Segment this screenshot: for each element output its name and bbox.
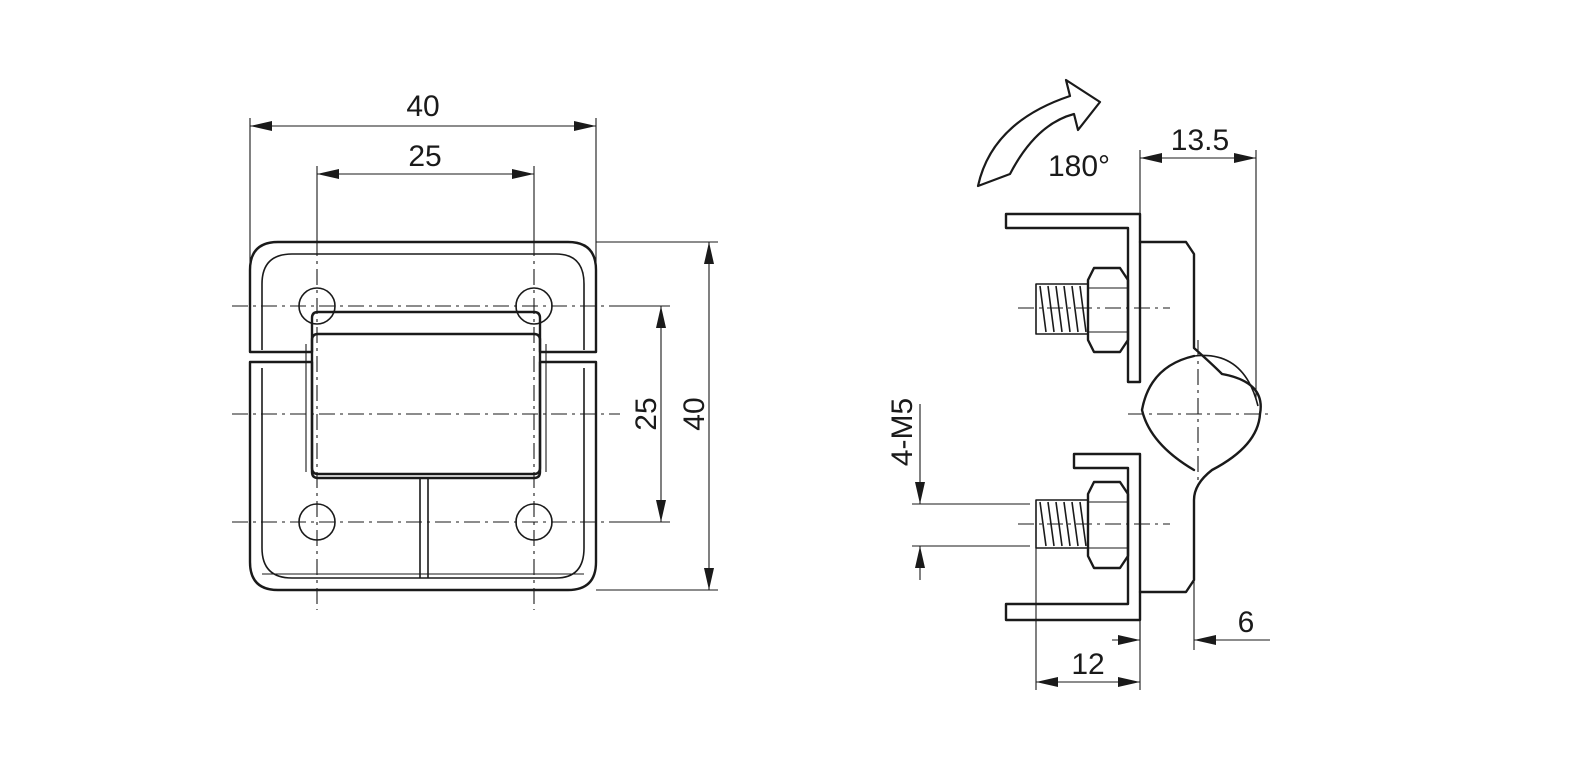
dim-overall-height: 40 bbox=[678, 242, 714, 590]
hinge-knuckle-outer bbox=[1193, 354, 1259, 407]
dim-plate-offset-label: 6 bbox=[1238, 606, 1255, 639]
dim-plate-offset: 6 bbox=[1112, 580, 1270, 650]
dim-thread-callout: 4-M5 bbox=[886, 398, 1030, 580]
dim-thread-callout-label: 4-M5 bbox=[886, 398, 919, 466]
lower-bracket bbox=[1004, 452, 1142, 622]
lower-leaf-outline bbox=[248, 360, 598, 592]
upper-leaf-inner-contour bbox=[261, 253, 585, 350]
upper-nut bbox=[1086, 266, 1130, 354]
upper-screw-thread bbox=[1035, 283, 1089, 335]
dim-overall-width-label: 40 bbox=[406, 90, 439, 123]
lower-nut bbox=[1086, 480, 1130, 570]
rotation-arrow-icon bbox=[976, 78, 1102, 188]
lower-leaf-inner-contour bbox=[261, 368, 585, 579]
dim-screw-projection: 12 bbox=[1035, 548, 1141, 690]
hinge-leaf-body bbox=[1138, 240, 1262, 594]
dim-hinge-projection-label: 13.5 bbox=[1171, 124, 1229, 157]
dim-overall-height-label: 40 bbox=[678, 397, 711, 430]
dim-hole-spacing-horizontal-label: 25 bbox=[408, 140, 441, 173]
dim-overall-width: 40 bbox=[250, 90, 596, 131]
knuckle-plate bbox=[310, 310, 542, 476]
dim-screw-projection-label: 12 bbox=[1071, 648, 1104, 681]
dim-hole-spacing-vertical: 25 bbox=[630, 306, 666, 522]
rotation-angle-label: 180° bbox=[1048, 150, 1110, 183]
lower-screw-thread bbox=[1035, 499, 1089, 549]
hinge-knuckle-curve bbox=[1140, 354, 1196, 472]
dim-hole-spacing-horizontal: 25 bbox=[317, 140, 534, 179]
front-view: 40 25 25 40 bbox=[232, 90, 718, 610]
side-view: 180° 13.5 bbox=[886, 78, 1270, 690]
dim-hinge-projection: 13.5 bbox=[1139, 124, 1257, 400]
dim-hole-spacing-vertical-label: 25 bbox=[630, 397, 663, 430]
